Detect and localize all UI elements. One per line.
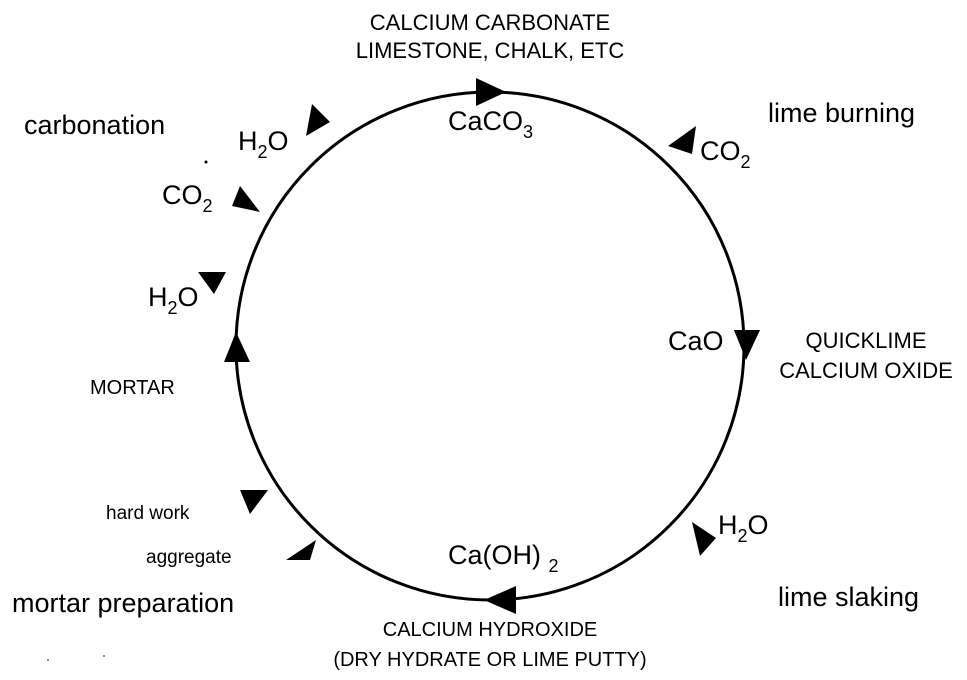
mortar-label: MORTAR [90, 377, 175, 399]
mortar-preparation-label: mortar preparation [12, 588, 235, 618]
cao-formula: CaO [668, 326, 724, 356]
scan-speck [47, 659, 49, 661]
cycle-arrow-right [734, 330, 760, 360]
h2o-top-arrow [306, 104, 330, 136]
quicklime-label: QUICKLIME CALCIUM OXIDE [768, 330, 964, 382]
aggregate-label: aggregate [146, 547, 232, 568]
co2-left-arrow [232, 186, 260, 212]
lime-slaking-label: lime slaking [778, 582, 920, 612]
co2-right-formula: CO2 [700, 136, 751, 172]
cycle-arrow-left [224, 332, 250, 362]
co2-right-arrow [668, 126, 696, 154]
cycle-arrow-bottom [484, 586, 516, 614]
quicklime-line2: CALCIUM OXIDE [779, 358, 953, 383]
calcium-carbonate-line2: LIMESTONE, CHALK, ETC [355, 38, 625, 63]
aggregate-arrow [286, 540, 316, 560]
h2o-top-formula: H2O [238, 126, 289, 162]
carbonation-label: carbonation [24, 110, 166, 140]
scan-speck [204, 160, 208, 164]
quicklime-line1: QUICKLIME [805, 328, 927, 353]
calcium-carbonate-line1: CALCIUM CARBONATE [369, 10, 611, 35]
calcium-hydroxide-line1: CALCIUM HYDROXIDE [382, 619, 598, 641]
calcium-hydroxide-line2: (DRY HYDRATE OR LIME PUTTY) [333, 649, 647, 671]
caoh2-formula: Ca(OH) 2 [448, 540, 559, 576]
calcium-hydroxide-label: CALCIUM HYDROXIDE (DRY HYDRATE OR LIME P… [300, 620, 680, 670]
hard-work-label: hard work [106, 503, 190, 524]
calcium-carbonate-label: CALCIUM CARBONATE LIMESTONE, CHALK, ETC [300, 12, 680, 62]
h2o-right-formula: H2O [718, 510, 769, 546]
cycle-arrow-top [476, 78, 506, 106]
scan-speck [103, 655, 105, 657]
h2o-right-arrow [692, 522, 716, 556]
h2o-left-formula: H2O [148, 282, 199, 318]
lime-burning-label: lime burning [768, 98, 916, 128]
hard-work-arrow [240, 490, 268, 514]
co2-left-formula: CO2 [162, 180, 213, 216]
h2o-left-arrow [198, 272, 226, 294]
caco3-formula: CaCO3 [448, 106, 534, 142]
